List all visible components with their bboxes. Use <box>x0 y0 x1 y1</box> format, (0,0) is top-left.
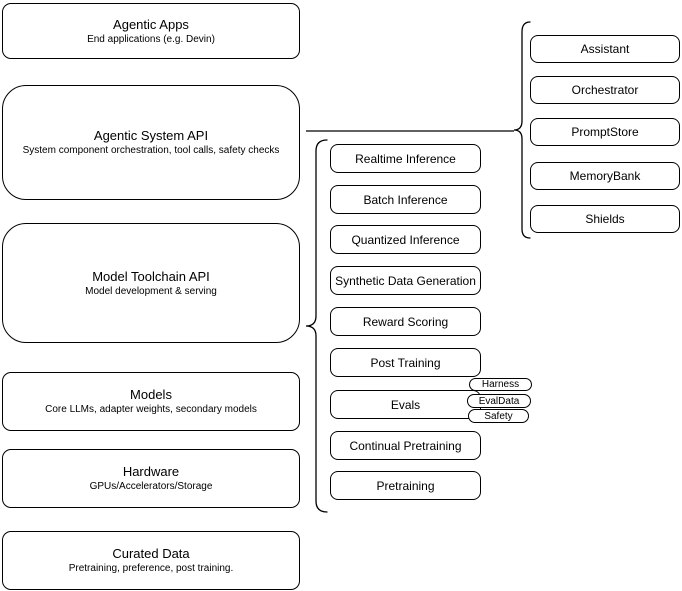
box-subtitle: GPUs/Accelerators/Storage <box>89 481 213 492</box>
box-quantized-inference: Quantized Inference <box>330 225 481 254</box>
box-pretraining: Pretraining <box>330 471 481 500</box>
box-subtitle: Core LLMs, adapter weights, secondary mo… <box>45 404 257 415</box>
box-title: Agentic System API <box>93 128 209 143</box>
tag-evaldata: EvalData <box>467 394 531 408</box>
box-orchestrator: Orchestrator <box>530 76 680 104</box>
box-model-toolchain-api: Model Toolchain API Model development & … <box>2 223 300 343</box>
box-curated-data: Curated Data Pretraining, preference, po… <box>2 531 300 590</box>
box-agentic-system-api: Agentic System API System component orch… <box>2 85 300 200</box>
box-synthetic-data-generation: Synthetic Data Generation <box>330 266 481 295</box>
tag-harness: Harness <box>469 378 532 391</box>
tag-safety: Safety <box>468 409 529 423</box>
box-subtitle: System component orchestration, tool cal… <box>22 145 280 156</box>
box-models: Models Core LLMs, adapter weights, secon… <box>2 372 300 431</box>
box-agentic-apps: Agentic Apps End applications (e.g. Devi… <box>2 3 300 59</box>
box-subtitle: Model development & serving <box>85 285 217 297</box>
box-title: Agentic Apps <box>113 16 189 32</box>
box-subtitle: Pretraining, preference, post training. <box>68 563 234 574</box>
system-components-brace <box>513 21 531 239</box>
box-post-training: Post Training <box>330 348 481 377</box>
box-shields: Shields <box>530 205 680 233</box>
box-hardware: Hardware GPUs/Accelerators/Storage <box>2 449 300 508</box>
box-evals: Evals <box>330 390 481 419</box>
box-batch-inference: Batch Inference <box>330 185 481 214</box>
box-reward-scoring: Reward Scoring <box>330 307 481 336</box>
box-subtitle: End applications (e.g. Devin) <box>87 33 215 45</box>
box-title: Model Toolchain API <box>92 268 210 284</box>
box-title: Hardware <box>122 464 180 479</box>
toolchain-brace <box>305 139 328 513</box>
box-assistant: Assistant <box>530 35 680 63</box>
box-continual-pretraining: Continual Pretraining <box>330 431 481 460</box>
box-title: Curated Data <box>112 546 190 561</box>
box-realtime-inference: Realtime Inference <box>330 144 481 173</box>
box-title: Models <box>130 387 172 402</box>
box-promptstore: PromptStore <box>530 118 680 146</box>
box-memorybank: MemoryBank <box>530 162 680 190</box>
